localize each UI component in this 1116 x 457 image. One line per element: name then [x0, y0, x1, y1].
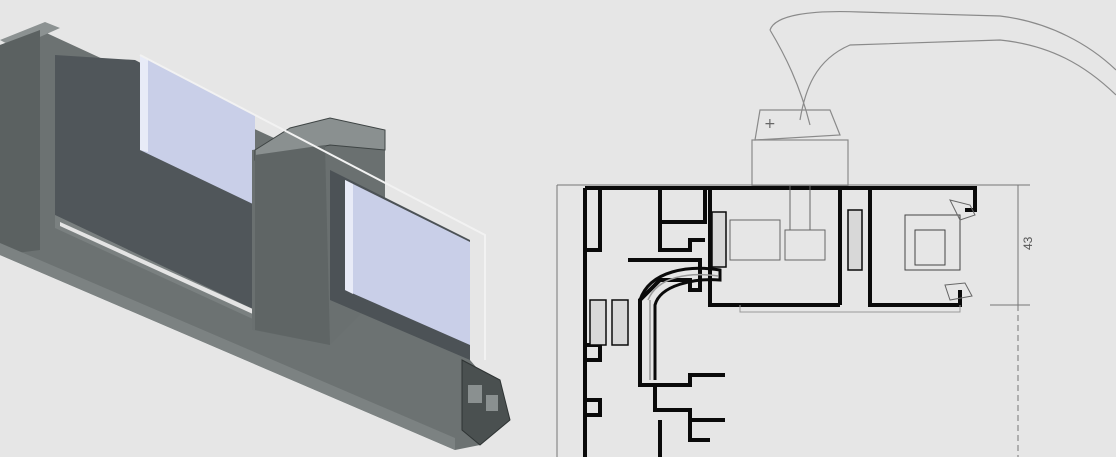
glass-one-edge — [140, 55, 148, 152]
glass-channel — [638, 266, 722, 380]
right-glazing-box — [904, 214, 961, 271]
right-gasket-bottom — [944, 282, 973, 301]
thermal-break-mid — [847, 209, 863, 271]
cross-section-drawing: + 43 — [556, 11, 1116, 457]
mechanism-spindle — [789, 186, 811, 230]
lower-rail-profile — [585, 343, 725, 457]
glass-pane-one — [140, 55, 255, 205]
mechanism-box-b — [784, 229, 826, 261]
window-render — [0, 22, 511, 450]
end-cap-chamber-a — [468, 385, 482, 403]
sill-stripe — [60, 222, 255, 315]
interlock-face — [255, 145, 330, 345]
handle-rose — [754, 109, 841, 141]
glass-pane-two — [345, 180, 470, 345]
right-gasket-top — [949, 199, 976, 221]
handle-drawing — [751, 11, 1116, 187]
handle-plus-mark: + — [764, 116, 776, 132]
dimension-lines — [556, 184, 1030, 457]
handle-lever — [769, 11, 1116, 126]
glazing-outline — [139, 54, 486, 360]
left-stile — [0, 30, 40, 255]
bottom-rail — [0, 243, 455, 450]
hardware-mechanism — [729, 186, 976, 301]
handle-base — [751, 139, 849, 187]
glass-channel-gasket — [647, 273, 719, 380]
base-outline — [739, 305, 961, 313]
thermal-break-left-b — [611, 299, 629, 346]
end-cap-chamber-b — [486, 395, 498, 411]
right-glazing-inner — [914, 229, 946, 266]
mechanism-box-a — [729, 219, 781, 261]
dimension-label: 43 — [1021, 236, 1035, 250]
outer-frame-profile — [583, 186, 977, 457]
thermal-breaks — [589, 209, 863, 346]
thermal-break-left — [589, 299, 607, 346]
glass-two-edge — [345, 180, 353, 294]
thermal-break-upper — [711, 211, 727, 268]
